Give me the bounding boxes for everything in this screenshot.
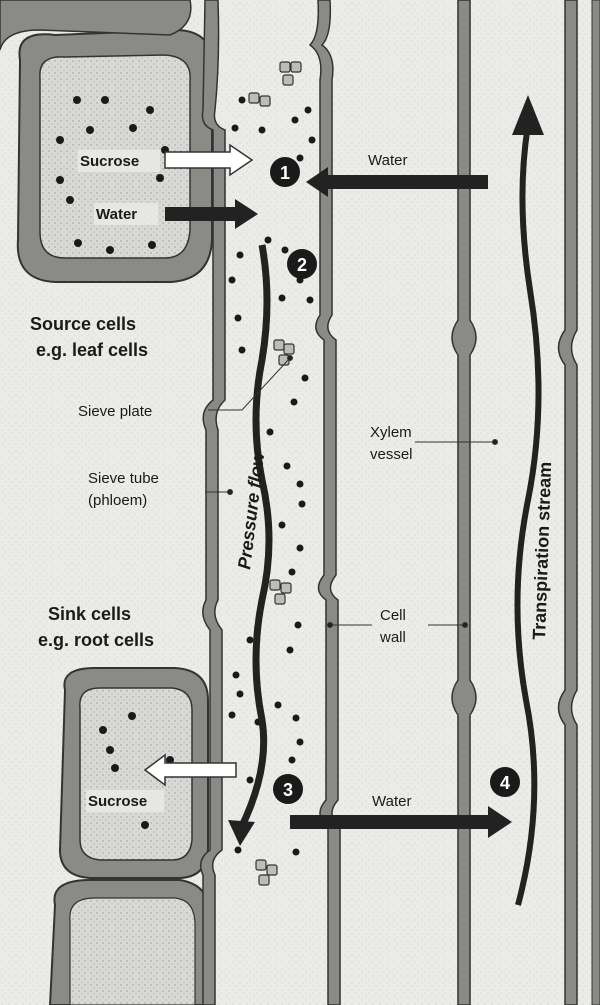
cell-wall-label: Cell [380,607,406,624]
step-3-label: 3 [283,780,293,800]
cell-wall-label-2: wall [379,629,406,646]
step-3-marker: 3 [273,774,303,804]
sieve-plate-label: Sieve plate [78,403,152,420]
step-1-marker: 1 [270,157,300,187]
step-2-marker: 2 [287,249,317,279]
sink-cells-label: Sink cells [48,604,131,624]
water-top-label: Water [368,152,407,169]
source-cells-label: Source cells [30,314,136,334]
step-1-label: 1 [280,163,290,183]
step-4-marker: 4 [490,767,520,797]
xylem-vessel-label: vessel [370,446,413,463]
xylem-label: Xylem [370,424,412,441]
step-4-label: 4 [500,773,510,793]
source-cells-example-label: e.g. leaf cells [36,340,148,360]
sieve-tube-label: Sieve tube [88,470,159,487]
sieve-tube-phloem-label: (phloem) [88,492,147,509]
water-bottom-label: Water [372,793,411,810]
water-source-label: Water [96,206,137,223]
sucrose-sink-label: Sucrose [88,793,147,810]
sink-cells-example-label: e.g. root cells [38,630,154,650]
sucrose-source-label: Sucrose [80,153,139,170]
step-2-label: 2 [297,255,307,275]
right-edge-wall [592,0,600,1005]
